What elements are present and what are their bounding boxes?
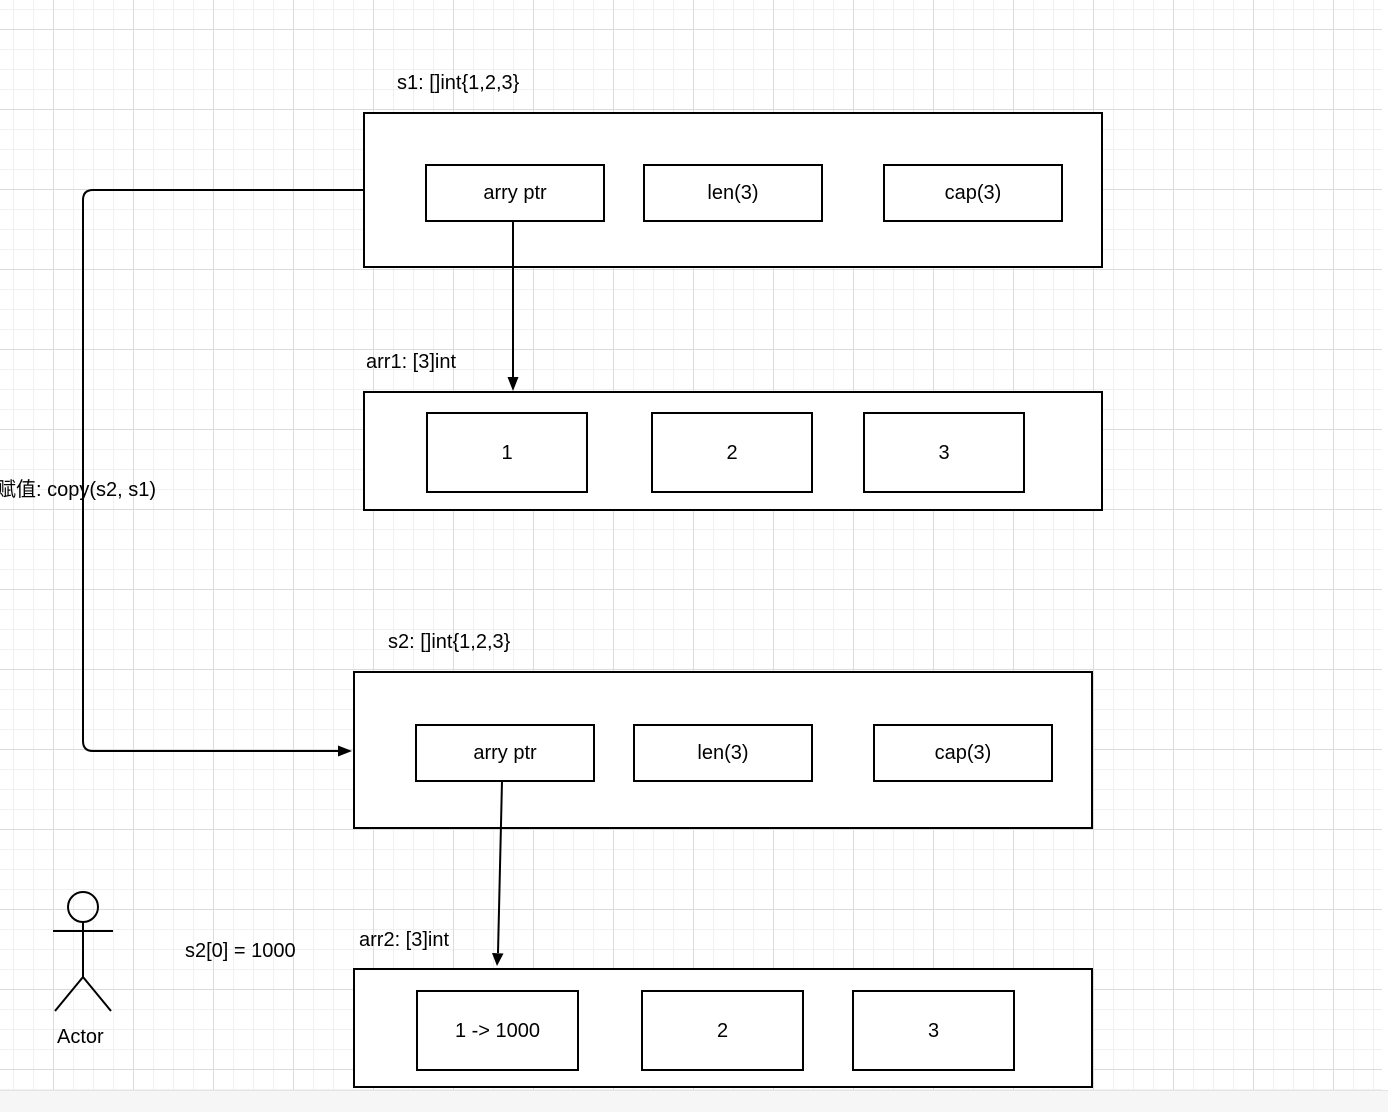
s2-cell-cap[interactable]: cap(3) xyxy=(873,724,1053,782)
arr2-array-box[interactable]: 1 -> 1000 2 3 xyxy=(353,968,1093,1088)
s1-slice-box[interactable]: arry ptr len(3) cap(3) xyxy=(363,112,1103,268)
arr1-cell-0[interactable]: 1 xyxy=(426,412,588,493)
s2-cell-len[interactable]: len(3) xyxy=(633,724,813,782)
arr2-title[interactable]: arr2: [3]int xyxy=(359,929,450,951)
arr1-title[interactable]: arr1: [3]int xyxy=(366,351,457,373)
arr1-cell-2[interactable]: 3 xyxy=(863,412,1025,493)
s1-cell-arry-ptr[interactable]: arry ptr xyxy=(425,164,605,222)
canvas-edge-bottom xyxy=(0,1090,1388,1112)
s2-title[interactable]: s2: []int{1,2,3} xyxy=(388,631,511,653)
actor-label[interactable]: Actor xyxy=(57,1026,104,1048)
s2-cell-arry-ptr[interactable]: arry ptr xyxy=(415,724,595,782)
arr1-array-box[interactable]: 1 2 3 xyxy=(363,391,1103,511)
arr1-cell-1[interactable]: 2 xyxy=(651,412,813,493)
arr2-cell-2[interactable]: 3 xyxy=(852,990,1015,1071)
arr2-cell-0[interactable]: 1 -> 1000 xyxy=(416,990,579,1071)
canvas-edge-right xyxy=(1382,0,1388,1090)
assignment-label[interactable]: s2[0] = 1000 xyxy=(185,940,296,962)
arr2-cell-1[interactable]: 2 xyxy=(641,990,804,1071)
s1-cell-cap[interactable]: cap(3) xyxy=(883,164,1063,222)
s1-title[interactable]: s1: []int{1,2,3} xyxy=(397,72,520,94)
s2-slice-box[interactable]: arry ptr len(3) cap(3) xyxy=(353,671,1093,829)
s1-cell-len[interactable]: len(3) xyxy=(643,164,823,222)
copy-operation-label[interactable]: 赋值: copy(s2, s1) xyxy=(0,479,157,501)
